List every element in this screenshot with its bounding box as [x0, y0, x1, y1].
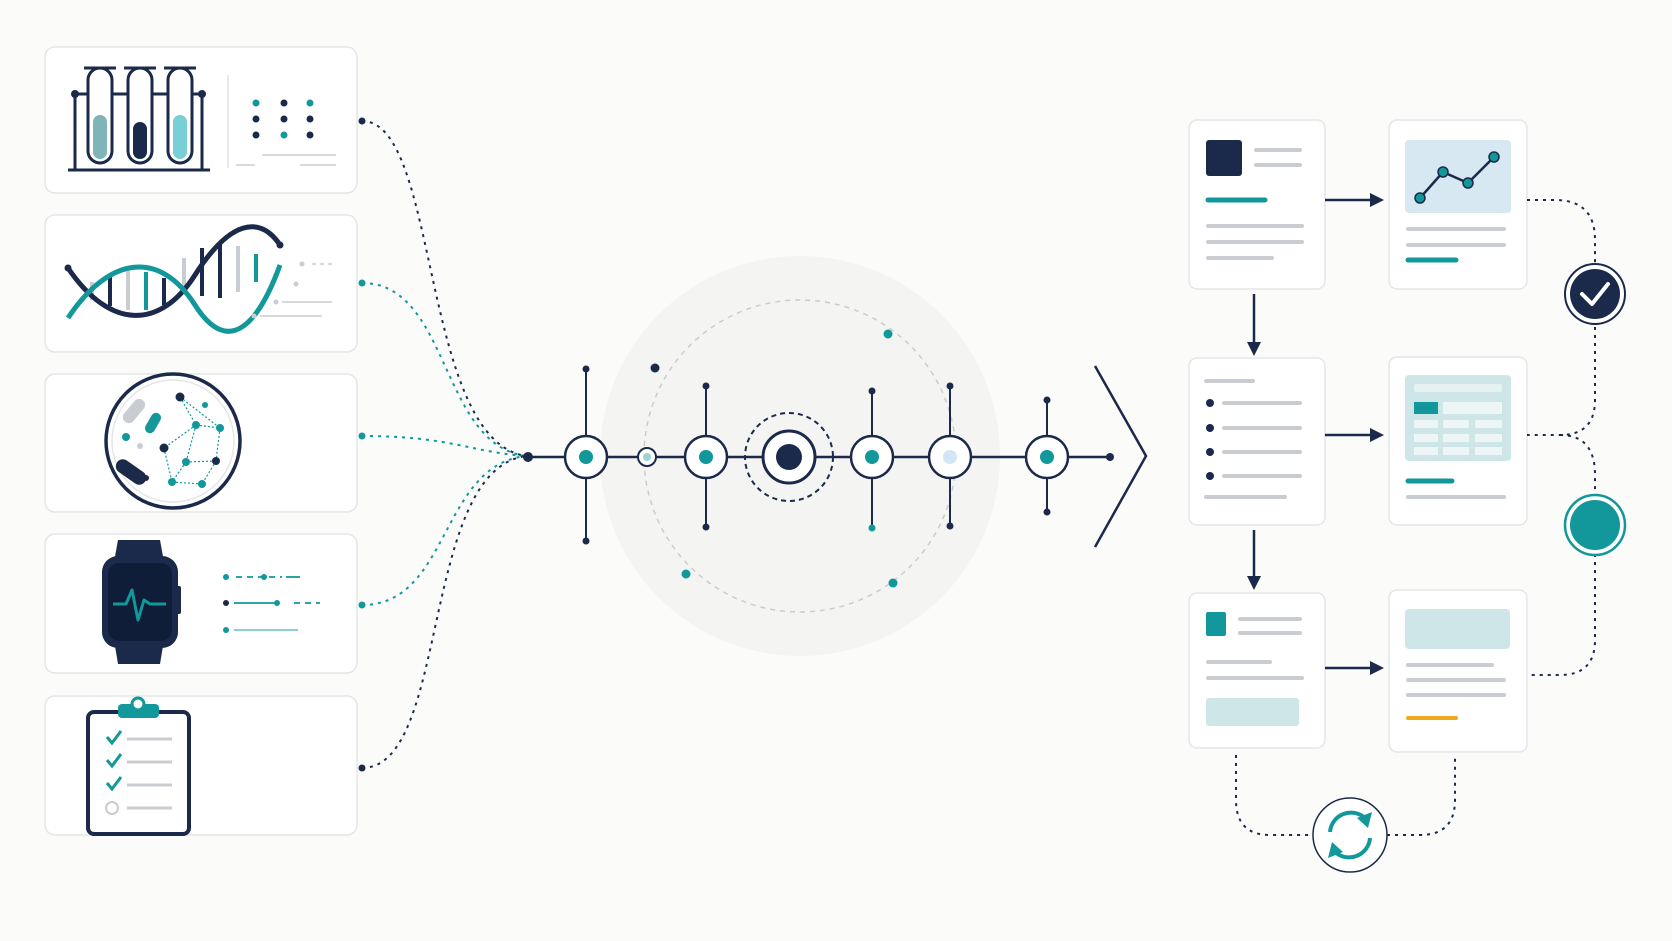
petri-dish-icon [104, 372, 242, 510]
smartwatch-icon [102, 540, 181, 664]
input-card-lab-results [44, 46, 358, 194]
input-card-microbiome [44, 372, 358, 513]
input-card-genomics [44, 214, 358, 353]
output-card-table [1388, 356, 1528, 526]
status-connectors [1235, 199, 1596, 836]
output-card-summary [1188, 119, 1326, 290]
report-icon [1405, 609, 1510, 649]
processing-timeline-icon [523, 365, 1114, 545]
output-card-result [1388, 589, 1528, 753]
output-card-trend [1388, 119, 1528, 290]
test-tubes-icon [68, 66, 210, 172]
input-connectors [358, 117, 527, 772]
input-card-clinical-records [44, 695, 358, 836]
data-dots-icon [236, 99, 336, 166]
flow-arrows [1247, 193, 1384, 675]
signal-lines-icon [223, 574, 320, 633]
output-card-list [1188, 357, 1326, 526]
check-circle-icon [1564, 263, 1626, 325]
output-card-action [1188, 592, 1326, 749]
teal-circle-icon [1563, 493, 1627, 557]
table-icon [1405, 375, 1511, 461]
processing-hub [523, 256, 1148, 656]
refresh-icon [1312, 797, 1388, 873]
chevron-right-icon [1093, 365, 1148, 548]
dna-helix-icon [64, 224, 284, 334]
input-card-wearables [44, 533, 358, 674]
clipboard-checklist-icon [86, 696, 191, 836]
line-chart-icon [1405, 140, 1511, 213]
